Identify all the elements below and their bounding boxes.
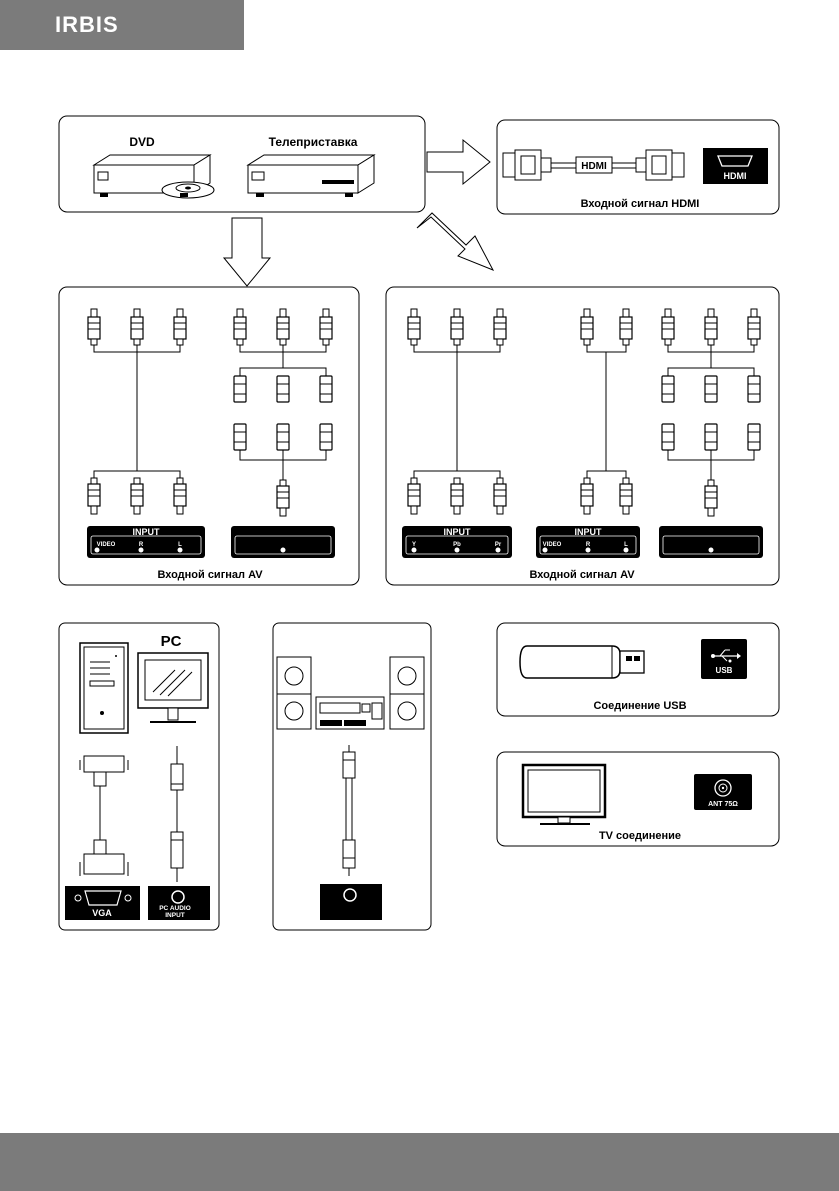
- port-label-l: L: [178, 542, 182, 548]
- port-label-r-2: R: [586, 542, 591, 548]
- pc-audio-label-line2: INPUT: [165, 912, 185, 919]
- brand-logo: IRBIS: [55, 12, 119, 37]
- dvd-label: DVD: [129, 135, 155, 149]
- av-right-box: INPUT Y Pb Pr INPUT VIDEO R L Входной си…: [385, 286, 780, 586]
- av-input-title: INPUT: [133, 527, 161, 537]
- pc-audio-label-line1: PC AUDIO: [159, 905, 191, 912]
- av-right-caption: Входной сигнал AV: [529, 569, 635, 581]
- hdmi-box: HDMI HDMI Входной сигнал HDMI: [496, 119, 780, 215]
- av-left-box: INPUT VIDEO R L Входной сигнал AV: [58, 286, 360, 586]
- tv-box: ANT 75Ω TV соединение: [496, 751, 780, 847]
- arrow-diagonal-icon: [416, 212, 495, 271]
- header-bar: IRBIS: [0, 0, 244, 50]
- component-input-title: INPUT: [444, 527, 472, 537]
- usb-port-label: USB: [716, 666, 733, 675]
- hdmi-port-label: HDMI: [724, 171, 747, 181]
- av-left-caption: Входной сигнал AV: [157, 569, 263, 581]
- port-label-pr: Pr: [495, 542, 502, 548]
- usb-flash-drive-icon: [519, 645, 645, 679]
- footer-bar: [0, 1133, 839, 1191]
- usb-box: USB Соединение USB: [496, 622, 780, 717]
- pc-box: PC: [58, 622, 220, 931]
- port-label-y: Y: [412, 542, 416, 548]
- arrow-down-icon: [222, 217, 272, 287]
- dvd-player-icon: [92, 154, 215, 199]
- audio-input-title: INPUT: [575, 527, 603, 537]
- port-label-l-2: L: [624, 542, 628, 548]
- tv-icon: [521, 763, 607, 825]
- pc-tower-icon: [79, 642, 129, 734]
- pc-label: PC: [161, 633, 182, 650]
- source-devices-box: DVD Телеприставка: [58, 115, 426, 213]
- port-label-r: R: [139, 542, 144, 548]
- tv-caption: TV соединение: [599, 830, 681, 842]
- port-label-video-2: VIDEO: [543, 542, 562, 548]
- hdmi-cable-label: HDMI: [581, 161, 607, 172]
- audio-system-box: [272, 622, 432, 931]
- pc-monitor-icon: [137, 652, 209, 723]
- hdmi-caption: Входной сигнал HDMI: [581, 198, 700, 210]
- stb-label: Телеприставка: [269, 135, 358, 149]
- vga-port-label: VGA: [92, 908, 112, 918]
- antenna-port-label: ANT 75Ω: [708, 801, 738, 808]
- set-top-box-icon: [246, 154, 376, 197]
- arrow-right-icon: [426, 138, 491, 186]
- usb-port-icon: [701, 639, 747, 679]
- usb-caption: Соединение USB: [593, 700, 686, 712]
- port-label-pb: Pb: [453, 542, 461, 548]
- port-label-video: VIDEO: [97, 542, 116, 548]
